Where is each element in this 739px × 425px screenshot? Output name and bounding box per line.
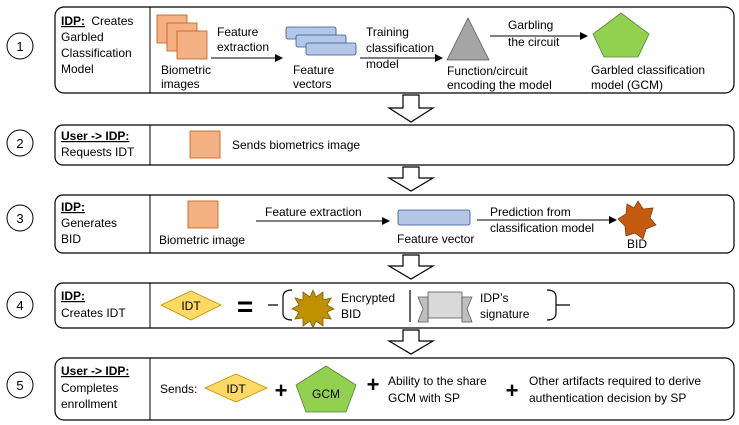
encrypted-bid-icon [291,288,335,330]
feature-vectors-icon [285,26,357,56]
prediction-label: classification model [490,221,594,235]
step-number: 4 [16,298,23,313]
step-title-line: Model [61,62,94,76]
idt-diamond-icon [204,373,268,403]
plus-sign: + [506,378,519,403]
step-box [54,6,735,94]
function-circuit-label: Function/circuit [447,64,528,78]
training-label: classification [366,41,434,55]
step-number-circle [6,32,34,60]
garbling-label: Garbling [508,18,553,32]
encrypted-bid-label: BID [341,307,361,321]
gcm-pentagon-icon [295,365,357,413]
feature-vector-label: Feature vector [397,232,474,246]
step-box [54,357,735,421]
step-title-line: Garbled [61,30,104,44]
garbling-label: the circuit [508,35,560,49]
feature-vector-icon [397,209,471,226]
gcm-pentagon-icon [592,12,650,58]
equals-sign: = [237,291,253,322]
step-2: 2 User -> IDP: Requests IDT Sends biomet… [6,124,735,166]
gcm-label: Garbled classification [591,63,705,77]
step-5: 5 User -> IDP: Completes enrollment Send… [6,357,735,421]
feature-extraction-label: Feature [217,25,259,39]
feature-vectors-label: vectors [293,77,332,91]
step-title-line: Requests IDT [61,145,135,159]
encrypted-bid-label: Encrypted [341,291,395,305]
bid-label: BID [627,237,647,251]
step-actor: IDP: [61,200,85,214]
prediction-label: Prediction from [490,205,571,219]
step-title-line: Creates IDT [61,306,126,320]
step-number-circle [6,204,34,232]
biometric-images-label: images [161,77,200,91]
down-block-arrow [386,166,436,192]
down-block-arrow [386,254,436,280]
feature-extraction-label: Feature extraction [265,205,362,219]
step-box [54,194,735,254]
training-label: model [366,57,399,71]
signature-scroll-icon [417,291,473,323]
training-label: Training [366,25,409,39]
ability-label: Ability to the share [388,374,487,388]
step-actor: IDP: [61,289,85,303]
step-actor: User -> IDP: [61,364,129,378]
step-number: 3 [16,211,23,226]
ability-label: GCM with SP [388,391,460,405]
step-1: 1 IDP: Creates Garbled Classification Mo… [6,6,735,94]
idt-diamond-icon [160,290,222,321]
signature-label: signature [480,307,530,321]
step-title-line: Classification [61,46,132,60]
step-number-circle [6,371,34,399]
signature-label: IDP’s [480,291,508,305]
feature-extraction-label: extraction [217,40,269,54]
step-actor: User -> IDP: [61,129,129,143]
down-block-arrow [386,94,436,123]
biometric-images-label: Biometric [161,63,211,77]
plus-sign: + [367,372,380,397]
gcm-short-label: GCM [312,387,340,401]
idt-label: IDT [226,382,246,396]
step-4: 4 IDP: Creates IDT IDT = Encrypted BID I… [6,282,735,330]
sends-label: Sends biometrics image [232,138,360,152]
step-number: 5 [16,378,23,393]
step-box [54,124,735,166]
other-artifacts-label: Other artifacts required to derive [529,374,701,388]
biometric-image-icon [189,130,221,159]
biometric-image-label: Biometric image [159,233,245,247]
step-number: 2 [16,136,23,151]
left-brace [268,289,293,321]
sends-label: Sends: [160,382,197,396]
step-number: 1 [16,39,23,54]
down-block-arrow [386,329,436,355]
plus-sign: + [275,378,288,403]
step-title: IDP: Creates [61,14,133,28]
step-number-circle [6,291,34,319]
bid-star-icon [617,200,657,240]
step-box [54,282,735,329]
function-circuit-label: encoding the model [447,78,552,92]
step-title-line: BID [61,232,81,246]
function-circuit-triangle-icon [446,17,490,61]
step-number-circle [6,129,34,157]
step-title-line: enrollment [61,397,118,411]
biometric-image-icon [187,200,219,229]
gcm-label: model (GCM) [591,78,663,92]
step-3: 3 IDP: Generates BID Biometric image Fea… [6,194,735,254]
step-title-line: Completes [61,381,118,395]
step-title-line: Generates [61,216,117,230]
idt-label: IDT [181,299,201,313]
feature-vectors-label: Feature [293,63,335,77]
biometric-images-icon [156,14,208,60]
other-artifacts-label: authentication decision by SP [529,391,686,405]
right-brace [546,289,570,321]
